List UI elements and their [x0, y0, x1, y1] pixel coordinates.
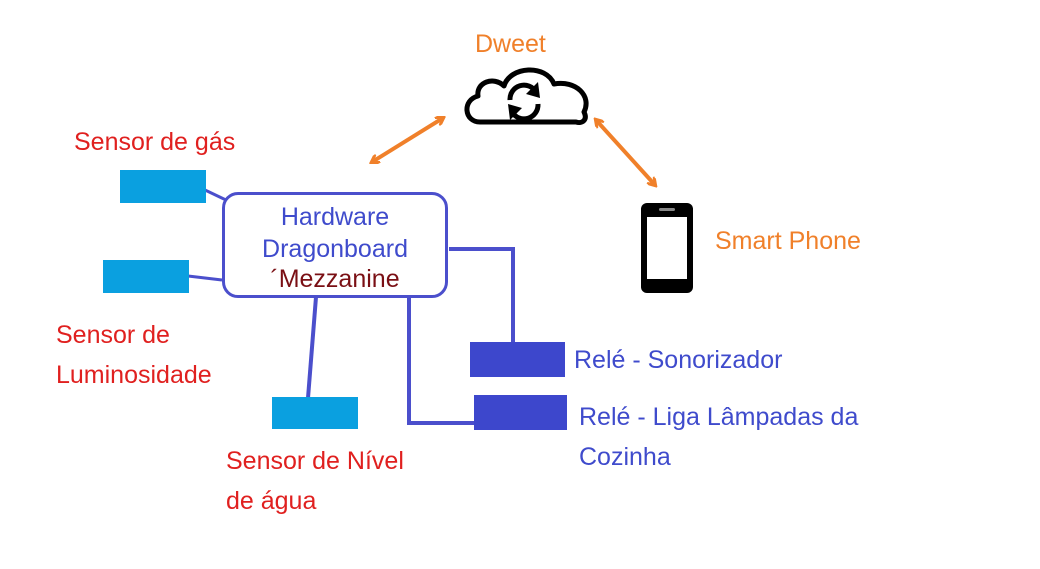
smartphone-icon — [641, 203, 693, 293]
hardware-line-2: Dragonboard — [262, 235, 408, 263]
gas-sensor-label: Sensor de gás — [74, 128, 236, 156]
light-sensor-label-1: Sensor de — [56, 321, 170, 349]
phone-label: Smart Phone — [715, 227, 861, 255]
lamp-relay-label-2: Cozinha — [579, 443, 671, 471]
connector-gas-sensor — [204, 188, 227, 202]
water-sensor-label-1: Sensor de Nível — [226, 447, 404, 475]
light-sensor-box — [103, 260, 189, 293]
connector-lamp-relay — [407, 298, 474, 425]
arrow-cloud-phone — [596, 120, 655, 185]
cloud-label: Dweet — [475, 30, 546, 58]
water-sensor-label-2: de água — [226, 487, 317, 515]
hardware-line-1: Hardware — [280, 203, 390, 231]
connector-light-sensor — [187, 274, 223, 282]
lamp-relay-box — [474, 395, 567, 430]
cloud-sync-icon — [464, 67, 589, 125]
connector-water-sensor — [306, 296, 318, 399]
gas-sensor-box — [120, 170, 206, 203]
lamp-relay-label-1: Relé - Liga Lâmpadas da — [579, 403, 859, 431]
sound-relay-label: Relé - Sonorizador — [574, 346, 783, 374]
water-sensor-box — [272, 397, 358, 429]
sound-relay-box — [470, 342, 565, 377]
arrow-hardware-cloud — [372, 118, 443, 162]
connector-sound-relay — [449, 247, 515, 343]
hardware-box: Hardware Dragonboard ´Mezzanine — [222, 192, 448, 298]
hardware-line-3: ´Mezzanine — [270, 265, 400, 293]
light-sensor-label-2: Luminosidade — [56, 361, 212, 389]
